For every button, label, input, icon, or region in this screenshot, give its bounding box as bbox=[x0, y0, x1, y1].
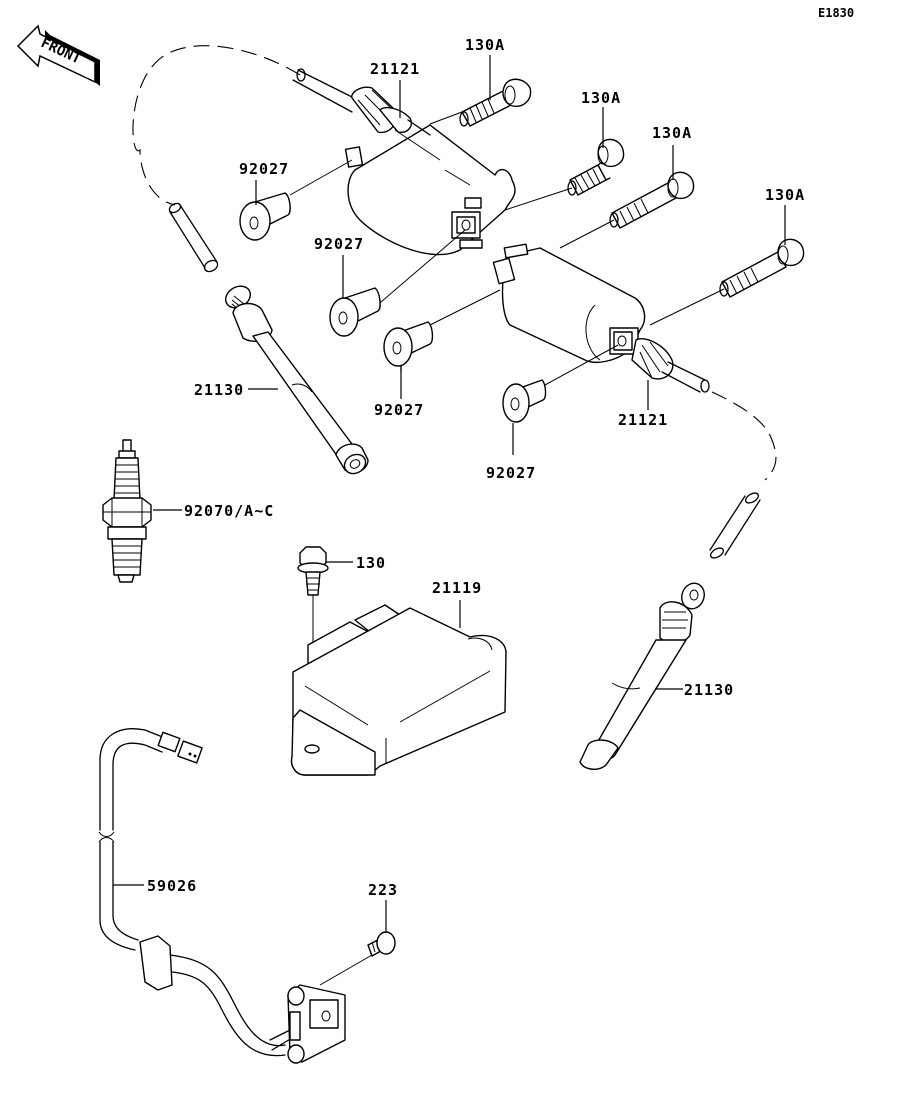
collar-92027-3 bbox=[383, 321, 434, 367]
bolt-130a-1 bbox=[459, 78, 532, 127]
igniter-unit bbox=[290, 604, 507, 776]
callout-21119: 21119 bbox=[432, 579, 482, 597]
spark-plug bbox=[102, 439, 152, 583]
spark-plug-cap-left bbox=[224, 285, 369, 475]
ignition-coil-lower bbox=[492, 243, 777, 559]
callout-92027-3: 92027 bbox=[374, 401, 424, 419]
ignition-coil-upper bbox=[344, 86, 516, 256]
bolt-130a-4 bbox=[719, 238, 805, 298]
ht-lead-left bbox=[132, 45, 359, 273]
reference-code: E1830 bbox=[818, 6, 854, 20]
callout-130a-2: 130A bbox=[581, 89, 621, 107]
collar-92027-1 bbox=[239, 192, 291, 241]
callouts: 130A 130A 130A 130A 21121 21121 92027 92… bbox=[147, 36, 805, 899]
callout-223: 223 bbox=[368, 881, 398, 899]
callout-92070: 92070/A~C bbox=[184, 502, 274, 520]
screw-223 bbox=[367, 931, 396, 957]
callout-130a-4: 130A bbox=[765, 186, 805, 204]
callout-21121-2: 21121 bbox=[618, 411, 668, 429]
bolt-130a-3 bbox=[609, 171, 695, 229]
callout-92027-4: 92027 bbox=[486, 464, 536, 482]
callout-130a-3: 130A bbox=[652, 124, 692, 142]
pickup-coil-harness bbox=[98, 728, 346, 1064]
callout-130a-1: 130A bbox=[465, 36, 505, 54]
bolt-130a-2 bbox=[567, 138, 625, 196]
bolt-130 bbox=[297, 546, 329, 596]
collar-92027-2 bbox=[329, 287, 381, 337]
callout-130: 130 bbox=[356, 554, 386, 572]
callout-21130-2: 21130 bbox=[684, 681, 734, 699]
collar-92027-4 bbox=[502, 379, 547, 423]
callout-92027-1: 92027 bbox=[239, 160, 289, 178]
callout-59026: 59026 bbox=[147, 877, 197, 895]
callout-92027-2: 92027 bbox=[314, 235, 364, 253]
callout-21130-1: 21130 bbox=[194, 381, 244, 399]
front-arrow-icon: FRONT bbox=[16, 24, 100, 86]
leader-lines bbox=[113, 55, 786, 933]
callout-21121-1: 21121 bbox=[370, 60, 420, 78]
spark-plug-cap-right bbox=[579, 582, 705, 770]
